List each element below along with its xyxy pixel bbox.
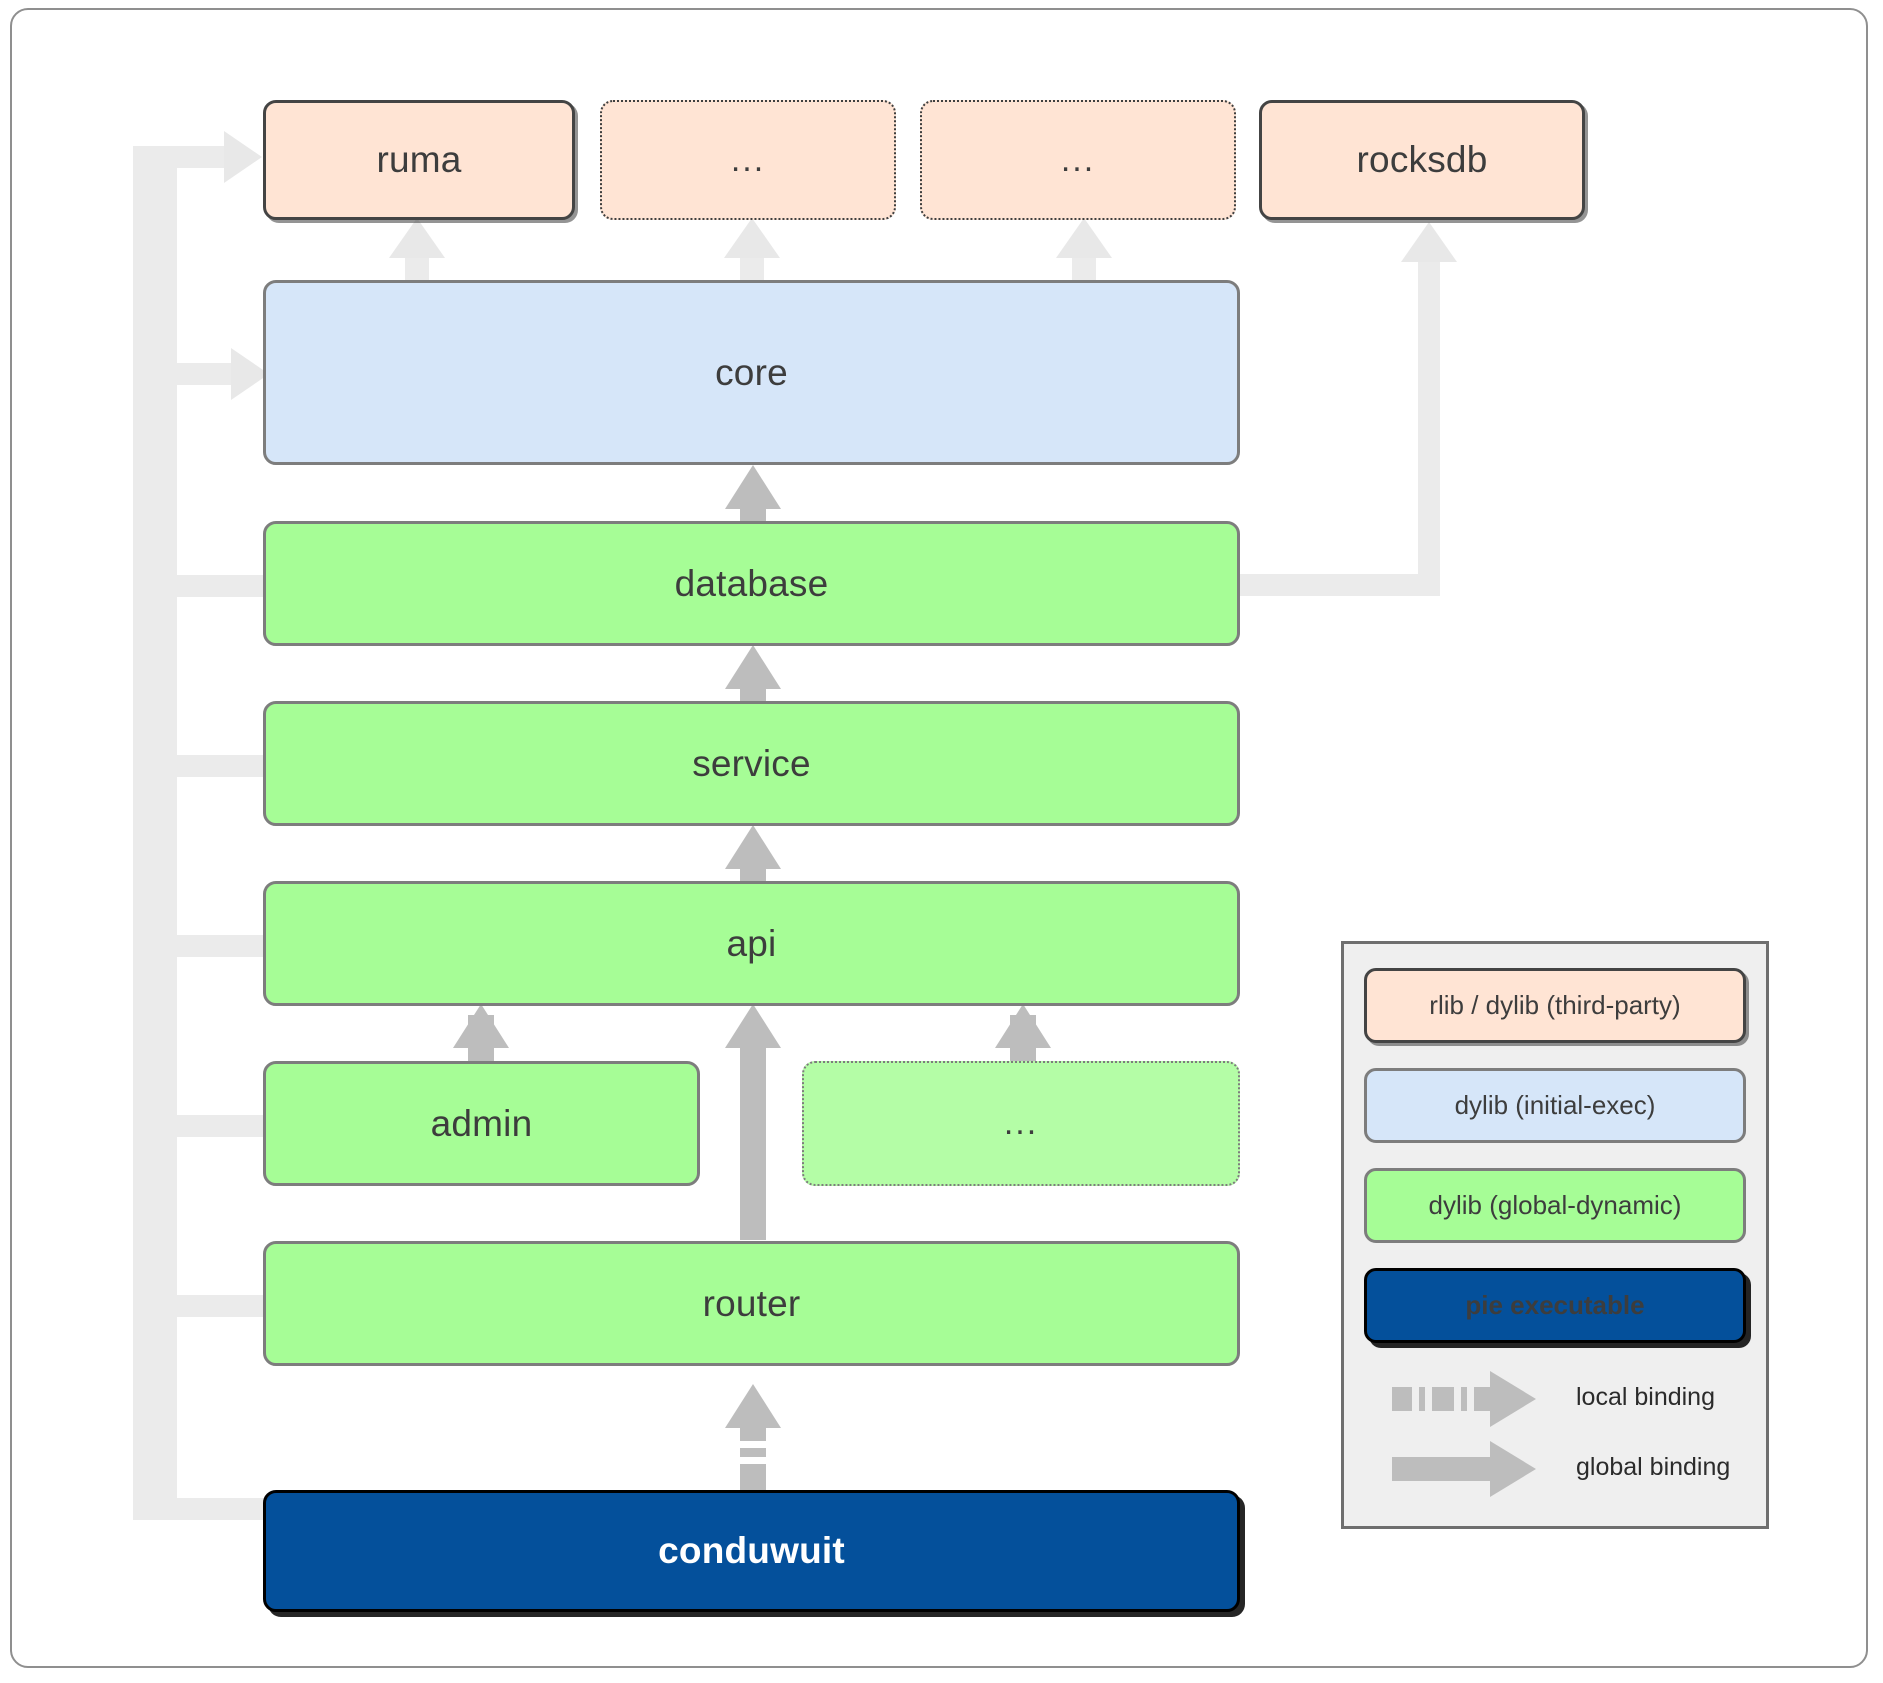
- node-ruma[interactable]: ruma: [263, 100, 575, 220]
- node-router[interactable]: router: [263, 1241, 1240, 1366]
- wire-db-to-rocksdb-h: [1240, 574, 1440, 596]
- legend-swatch-global-dynamic: dylib (global-dynamic): [1364, 1168, 1746, 1243]
- wire-branch-database: [155, 575, 270, 597]
- arrowhead-core-to-ruma: [389, 218, 445, 258]
- wire-db-to-rocksdb-v: [1418, 258, 1440, 596]
- node-top-placeholder-1[interactable]: ...: [600, 100, 896, 220]
- arrowhead-api-to-service: [725, 825, 781, 869]
- legend-row-global-binding: global binding: [1344, 1439, 1766, 1499]
- wire-inner-trunk: [155, 168, 177, 1520]
- wire-outer-trunk: [133, 146, 155, 1520]
- arrowhead-admin-to-api: [453, 1004, 509, 1048]
- legend-panel: rlib / dylib (third-party) dylib (initia…: [1341, 941, 1769, 1529]
- wire-branch-service: [155, 755, 270, 777]
- node-service[interactable]: service: [263, 701, 1240, 826]
- dashgap-b: [740, 1457, 766, 1464]
- arrowhead-ruma-local: [224, 131, 262, 183]
- legend-dash-gap-1: [1412, 1387, 1419, 1411]
- arrowhead-conduwuit-to-router: [725, 1384, 781, 1428]
- wire-branch-api: [155, 935, 270, 957]
- dashgap-a: [740, 1441, 766, 1448]
- node-api-placeholder[interactable]: ...: [802, 1061, 1240, 1186]
- wire-branch-core: [155, 363, 250, 385]
- arrowhead-core-to-ph1: [724, 218, 780, 258]
- shaft-router-to-api: [740, 1040, 766, 1240]
- arrowhead-router-to-api: [725, 1004, 781, 1048]
- node-top-placeholder-2[interactable]: ...: [920, 100, 1236, 220]
- legend-local-arrow-head: [1490, 1371, 1536, 1427]
- legend-dash-gap-4: [1467, 1387, 1474, 1411]
- node-core[interactable]: core: [263, 280, 1240, 465]
- wire-to-ruma: [133, 146, 243, 168]
- legend-global-arrow-shaft: [1392, 1457, 1496, 1481]
- arrowhead-placeholder-to-api: [995, 1004, 1051, 1048]
- arrowhead-core-to-ph2: [1056, 218, 1112, 258]
- arrowhead-core-local: [231, 348, 269, 400]
- arrowhead-database-to-core: [725, 465, 781, 509]
- legend-dash-gap-3: [1454, 1387, 1461, 1411]
- arrowhead-rocksdb-local: [1401, 222, 1457, 262]
- legend-global-arrow-head: [1490, 1441, 1536, 1497]
- legend-row-local-binding: local binding: [1344, 1369, 1766, 1429]
- wire-branch-router: [155, 1295, 270, 1317]
- wire-branch-admin: [155, 1115, 270, 1137]
- node-conduwuit[interactable]: conduwuit: [263, 1490, 1240, 1612]
- node-admin[interactable]: admin: [263, 1061, 700, 1186]
- legend-dash-gap-2: [1425, 1387, 1432, 1411]
- legend-local-arrow-shaft: [1392, 1387, 1496, 1411]
- node-api[interactable]: api: [263, 881, 1240, 1006]
- legend-swatch-initial-exec: dylib (initial-exec): [1364, 1068, 1746, 1143]
- legend-swatch-pie-executable: pie executable: [1364, 1268, 1746, 1343]
- wire-outer-bottom: [133, 1498, 273, 1520]
- legend-swatch-rlib: rlib / dylib (third-party): [1364, 968, 1746, 1043]
- shaft-conduwuit-to-router: [740, 1420, 766, 1490]
- legend-label-local-binding: local binding: [1576, 1383, 1715, 1411]
- shaft-core-to-ruma: [405, 255, 429, 280]
- shaft-core-to-ph2: [1072, 255, 1096, 280]
- node-rocksdb[interactable]: rocksdb: [1259, 100, 1585, 220]
- arrowhead-service-to-database: [725, 645, 781, 689]
- legend-label-global-binding: global binding: [1576, 1453, 1731, 1481]
- node-database[interactable]: database: [263, 521, 1240, 646]
- shaft-core-to-ph1: [740, 255, 764, 280]
